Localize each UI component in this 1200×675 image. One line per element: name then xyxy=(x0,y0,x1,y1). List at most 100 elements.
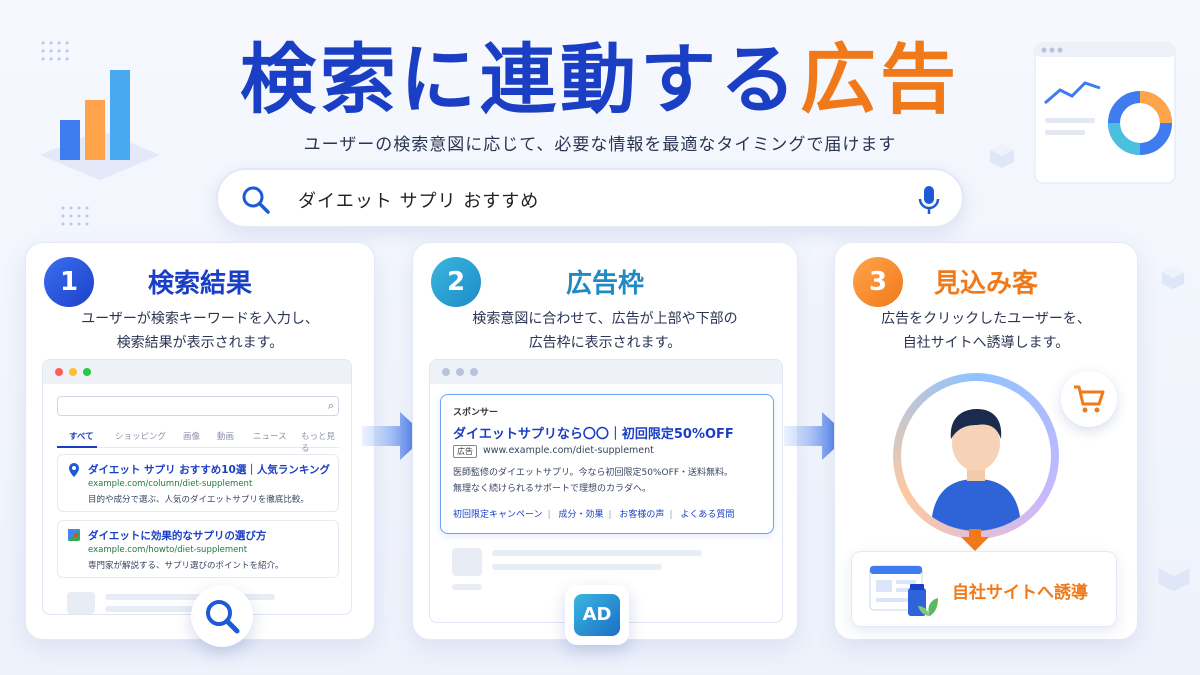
browser-titlebar xyxy=(43,360,351,384)
ad-description-line: 医師監修のダイエットサプリ。今なら初回限定50%OFF・送料無料。 xyxy=(453,468,733,478)
window-dot xyxy=(456,368,464,376)
cube-icon xyxy=(1158,560,1190,592)
step-description-line: ユーザーが検索キーワードを入力し、 xyxy=(81,311,319,327)
step-description-line: 検索結果が表示されます。 xyxy=(116,335,284,351)
step-card-ad-slot: 2 広告枠 検索意図に合わせて、広告が上部や下部の 広告枠に表示されます。 スポ… xyxy=(412,242,798,645)
browser-titlebar xyxy=(430,360,782,384)
placeholder-line xyxy=(105,606,245,612)
down-arrow-icon xyxy=(961,529,989,551)
placeholder-thumbnail xyxy=(67,592,95,614)
result-url: example.com/column/diet-supplement xyxy=(88,479,253,489)
browser-mockup: ⌕ すべて ショッピング 画像 動画 ニュース もっと見る ダイエット サプリ … xyxy=(42,359,352,615)
ad-sitelink-reviews[interactable]: お客様の声 xyxy=(619,510,665,520)
step-title: 検索結果 xyxy=(147,269,252,299)
result-title[interactable]: ダイエット サプリ おすすめ10選｜人気ランキング xyxy=(88,464,331,476)
ad-logo-text: AD xyxy=(574,594,620,636)
flow-arrow-icon xyxy=(784,412,848,460)
search-tabs: すべて ショッピング 画像 動画 ニュース もっと見る xyxy=(57,428,339,454)
result-title[interactable]: ダイエットに効果的なサプリの選び方 xyxy=(88,530,267,542)
ad-sponsor-label: スポンサー xyxy=(453,408,499,418)
ad-sitelink-ingredients[interactable]: 成分・効果 xyxy=(558,510,604,520)
ad-url: www.example.com/diet-supplement xyxy=(483,445,654,456)
cube-icon xyxy=(1161,266,1185,290)
step-card-prospect: 3 見込み客 広告をクリックしたユーザーを、 自社サイトへ誘導します。 xyxy=(834,242,1138,640)
result-description: 目的や成分で選ぶ、人気のダイエットサプリを徹底比較。 xyxy=(88,495,309,505)
website-product-icon xyxy=(869,565,938,616)
cart-badge xyxy=(1061,371,1117,427)
search-result-item[interactable]: ダイエットに効果的なサプリの選び方 example.com/howto/diet… xyxy=(57,520,339,578)
search-query[interactable]: ダイエット サプリ おすすめ xyxy=(298,191,540,212)
own-site-label[interactable]: 自社サイトへ誘導 xyxy=(952,583,1088,603)
result-description: 専門家が解説する、サプリ選びのポイントを紹介。 xyxy=(88,561,284,571)
location-pin-icon xyxy=(69,463,79,477)
divider: | xyxy=(608,510,612,520)
search-icon[interactable]: ⌕ xyxy=(327,399,334,412)
microphone-icon[interactable] xyxy=(918,184,940,216)
tab-more[interactable]: もっと見る xyxy=(301,432,336,454)
magnifier-badge xyxy=(191,585,253,647)
step-number-badge: 1 xyxy=(44,257,94,307)
person-icon xyxy=(931,409,1021,531)
search-result-item[interactable]: ダイエット サプリ おすすめ10選｜人気ランキング example.com/co… xyxy=(57,454,339,512)
own-site-link[interactable]: 自社サイトへ誘導 xyxy=(851,551,1117,627)
window-dot xyxy=(442,368,450,376)
ad-description-line: 無理なく続けられるサポートで理想のカラダへ。 xyxy=(453,484,652,494)
result-url: example.com/howto/diet-supplement xyxy=(88,545,248,555)
step-title: 広告枠 xyxy=(565,269,644,299)
step-description: ユーザーが検索キーワードを入力し、 検索結果が表示されます。 xyxy=(26,307,374,355)
bar-chart-illustration-icon xyxy=(40,70,160,180)
ad-title[interactable]: ダイエットサプリなら〇〇｜初回限定50%OFF xyxy=(453,427,734,442)
step-title: 見込み客 xyxy=(933,269,1038,299)
ad-sitelinks: 初回限定キャンペーン | 成分・効果 | お客様の声 | よくある質問 xyxy=(453,507,739,520)
placeholder-line xyxy=(492,564,662,570)
tab-all[interactable]: すべて xyxy=(69,432,94,442)
ad-sitelink-campaign[interactable]: 初回限定キャンペーン xyxy=(453,510,543,520)
step-number-badge: 2 xyxy=(431,257,481,307)
window-maximize-dot xyxy=(83,368,91,376)
ad-description: 医師監修のダイエットサプリ。今なら初回限定50%OFF・送料無料。 無理なく続け… xyxy=(453,465,733,497)
step-description: 検索意図に合わせて、広告が上部や下部の 広告枠に表示されます。 xyxy=(413,307,797,355)
divider: | xyxy=(669,510,673,520)
step-description-line: 自社サイトへ誘導します。 xyxy=(902,335,1070,351)
title-main: 検索に連動する xyxy=(240,35,800,124)
step-description-line: 広告枠に表示されます。 xyxy=(528,335,682,351)
step-description-line: 広告をクリックしたユーザーを、 xyxy=(881,311,1091,327)
placeholder-line xyxy=(452,584,482,590)
tab-videos[interactable]: 動画 xyxy=(217,432,235,442)
window-minimize-dot xyxy=(69,368,77,376)
user-avatar xyxy=(893,373,1059,539)
tab-shopping[interactable]: ショッピング xyxy=(115,432,167,442)
map-icon xyxy=(68,529,80,541)
search-ad[interactable]: スポンサー ダイエットサプリなら〇〇｜初回限定50%OFF 広告 www.exa… xyxy=(440,394,774,534)
ad-sitelink-faq[interactable]: よくある質問 xyxy=(680,510,735,520)
divider: | xyxy=(547,510,551,520)
title-accent: 広告 xyxy=(800,35,960,124)
tab-news[interactable]: ニュース xyxy=(253,432,287,442)
ad-badge: AD xyxy=(565,585,629,645)
step-description: 広告をクリックしたユーザーを、 自社サイトへ誘導します。 xyxy=(835,307,1137,355)
search-icon[interactable] xyxy=(240,184,272,216)
window-dot xyxy=(470,368,478,376)
step-number-badge: 3 xyxy=(853,257,903,307)
active-tab-indicator xyxy=(57,446,97,448)
step-description-line: 検索意図に合わせて、広告が上部や下部の xyxy=(472,311,738,327)
page-title: 検索に連動する広告 xyxy=(0,18,1200,128)
step-card-search-results: 1 検索結果 ユーザーが検索キーワードを入力し、 検索結果が表示されます。 ⌕ … xyxy=(25,242,375,647)
tab-images[interactable]: 画像 xyxy=(183,432,201,442)
shopping-cart-icon xyxy=(1074,385,1105,413)
dot-grid-icon xyxy=(41,41,69,61)
cube-icon xyxy=(990,144,1014,168)
dashboard-illustration-icon xyxy=(1034,42,1176,184)
placeholder-thumbnail xyxy=(452,548,482,576)
ad-tag: 広告 xyxy=(453,445,477,458)
dot-grid-icon xyxy=(61,206,89,226)
page-subtitle: ユーザーの検索意図に応じて、必要な情報を最適なタイミングで届けます xyxy=(303,135,897,155)
window-close-dot xyxy=(55,368,63,376)
placeholder-line xyxy=(492,550,702,556)
browser-mockup: スポンサー ダイエットサプリなら〇〇｜初回限定50%OFF 広告 www.exa… xyxy=(429,359,783,623)
mini-search-input[interactable]: ⌕ xyxy=(57,396,339,416)
flow-arrow-icon xyxy=(362,412,426,460)
search-bar[interactable]: ダイエット サプリ おすすめ xyxy=(216,168,964,228)
placeholder-line xyxy=(105,594,275,600)
magnifier-icon xyxy=(206,600,240,634)
